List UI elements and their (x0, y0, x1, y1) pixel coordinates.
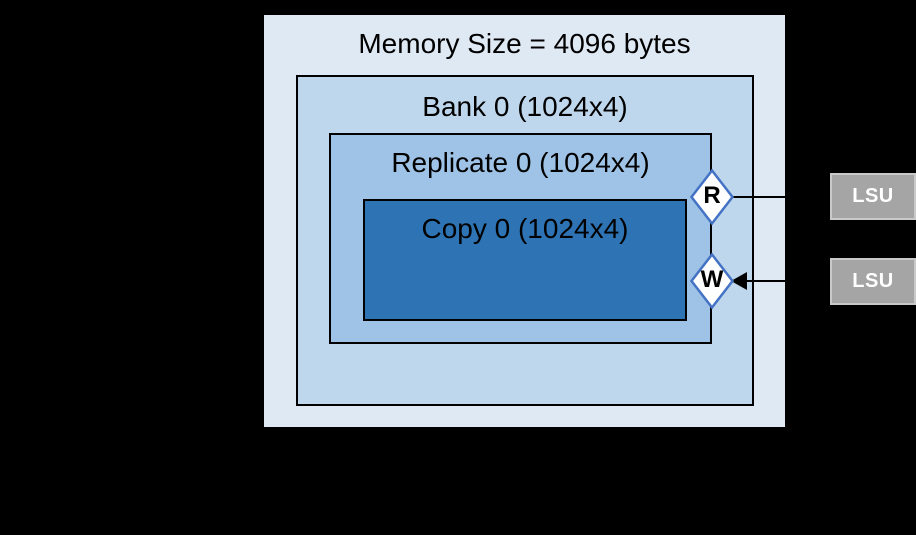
write-port-line (744, 279, 787, 282)
write-port-letter: W (700, 266, 724, 293)
write-port-diamond: W (689, 252, 735, 310)
diamond-icon (689, 167, 735, 226)
copy-label: Copy 0 (1024x4) (421, 213, 629, 244)
read-port-diamond: R (689, 167, 735, 226)
replicate-label: Replicate 0 (1024x4) (391, 147, 650, 178)
copy-box: Copy 0 (1024x4) (363, 199, 687, 321)
bank-label: Bank 0 (1024x4) (422, 91, 628, 122)
read-port-line (730, 195, 787, 198)
lsu-write-box: LSU (830, 258, 916, 305)
memory-title: Memory Size = 4096 bytes (358, 28, 691, 59)
diamond-icon (689, 252, 735, 310)
read-port-letter: R (703, 181, 721, 209)
write-arrowhead-icon (731, 272, 747, 290)
lsu-read-box: LSU (830, 173, 916, 220)
